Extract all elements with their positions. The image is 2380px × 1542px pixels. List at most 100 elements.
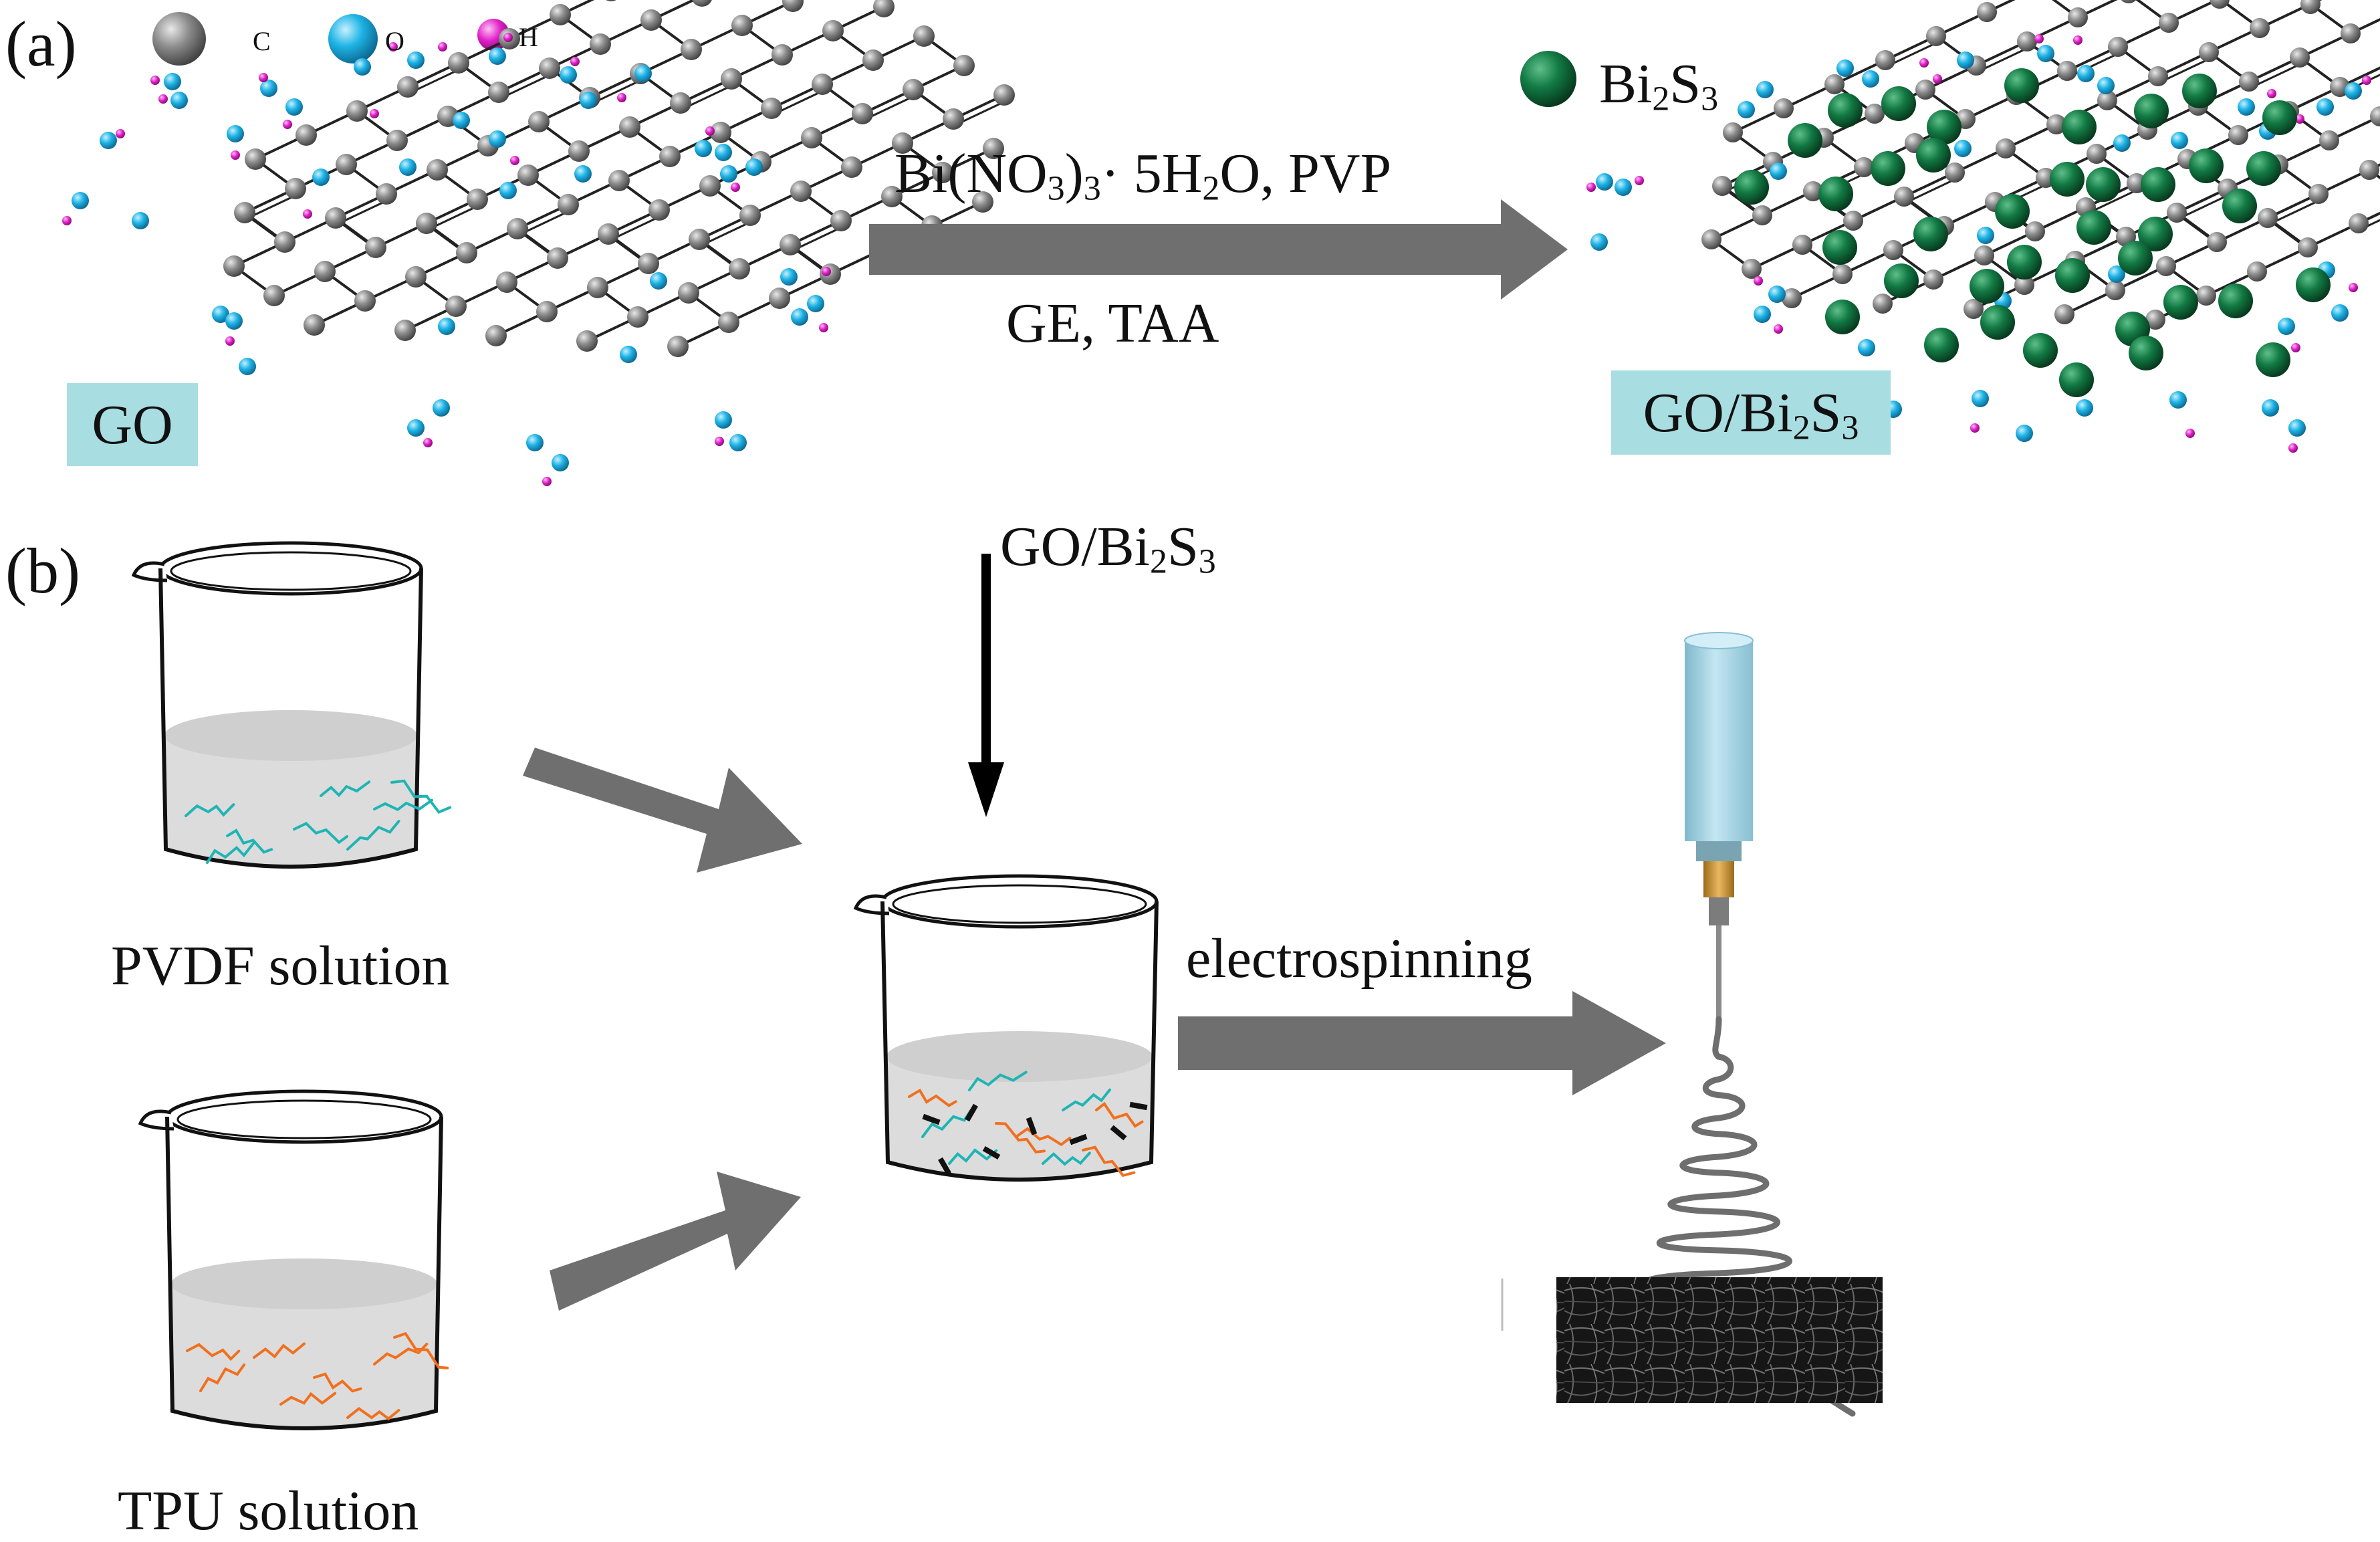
needle	[1716, 925, 1721, 1019]
carbon-atom	[1915, 80, 1935, 100]
hydrogen-atom	[370, 109, 379, 118]
panel-a-label: (a)	[5, 8, 77, 80]
carbon-atom	[274, 231, 295, 253]
hydrogen-atom	[2362, 76, 2371, 85]
carbon-atom	[405, 266, 427, 288]
carbon-atom	[394, 320, 416, 341]
carbon-atom	[2239, 72, 2259, 92]
oxygen-atom	[552, 454, 569, 471]
oxygen-atom	[1615, 179, 1632, 196]
hydrogen-atom	[1635, 176, 1644, 185]
bi2s3-particle	[2004, 68, 2039, 103]
carbon-atom	[1832, 264, 1853, 284]
hydrogen-atom	[2291, 343, 2300, 352]
carbon-atom	[862, 49, 884, 71]
carbon-atom	[2319, 130, 2339, 150]
carbon-atom	[2145, 310, 2165, 330]
oxygen-atom	[2169, 391, 2187, 409]
carbon-atom	[761, 98, 782, 119]
additive-arrow-head	[968, 762, 1004, 817]
oxygen-atom	[72, 192, 89, 209]
carbon-atom	[590, 33, 611, 55]
carbon-atom	[488, 82, 509, 103]
carbon-atom	[245, 148, 266, 170]
additive-arrow-shaft	[981, 554, 991, 774]
carbon-atom	[1843, 211, 1863, 231]
polymer-chain	[968, 1071, 1028, 1091]
hydrogen-atom	[116, 129, 125, 138]
oxygen-atom	[620, 346, 637, 363]
polymer-chain	[1062, 1088, 1111, 1111]
fiber-membrane	[1556, 1277, 1883, 1403]
hydrogen-atom	[158, 94, 168, 104]
polymer-chain	[390, 779, 452, 814]
carbon-atom	[234, 202, 255, 223]
polymer-chain	[373, 798, 433, 812]
oxygen-atom	[1596, 173, 1613, 191]
oxygen-atom	[574, 165, 592, 183]
carbon-atom	[427, 159, 448, 181]
carbon-atom	[710, 122, 731, 143]
carbon-atom	[1894, 187, 1914, 207]
bi2s3-particle	[2062, 110, 2097, 144]
carbon-atom	[448, 52, 469, 74]
hydrogen-atom	[822, 267, 831, 276]
oxygen-atom	[1590, 233, 1608, 251]
oxygen-atom	[2171, 132, 2188, 149]
bi2s3-particle	[2218, 284, 2253, 318]
polymer-chain	[279, 1392, 337, 1406]
carbon-atom	[1996, 138, 2016, 158]
oxygen-atom	[285, 98, 303, 116]
syringe-collar	[1696, 841, 1742, 861]
oxygen-atom	[1954, 140, 1972, 157]
hydrogen-atom	[438, 42, 447, 51]
oxygen-atom	[560, 66, 577, 84]
hydrogen-atom	[225, 336, 235, 346]
carbon-atom	[830, 210, 852, 231]
oxygen-sphere-icon	[328, 14, 378, 64]
hydrogen-atom	[388, 42, 398, 51]
carbon-atom	[485, 325, 507, 346]
hydrogen-atom	[259, 73, 268, 82]
carbon-atom	[2349, 213, 2369, 233]
carbon-atom	[304, 314, 325, 336]
carbon-atom	[1974, 245, 1994, 265]
carbon-atom	[2290, 47, 2310, 68]
bi2s3-particle	[2023, 333, 2058, 368]
bi2s3-particle	[1980, 305, 2015, 340]
hydrogen-atom	[283, 120, 292, 129]
bi2s3-particle	[1927, 110, 1961, 144]
carbon-atom	[1964, 299, 1984, 319]
carbon-atom	[892, 132, 913, 154]
go-bi2s3-lattice	[1586, 0, 2380, 453]
carbon-atom	[943, 108, 964, 130]
bi2s3-particle	[1822, 230, 1857, 265]
bi2s3-particle	[1828, 93, 1863, 128]
carbon-atom	[1792, 235, 1812, 255]
carbon-atom	[608, 170, 630, 191]
carbon-atom	[873, 0, 895, 17]
syringe-barrel	[1685, 641, 1753, 841]
oxygen-atom	[132, 212, 149, 229]
carbon-atom	[932, 162, 953, 183]
bi2s3-particle	[1970, 269, 2004, 304]
carbon-atom	[467, 189, 488, 210]
hydrogen-atom	[705, 126, 715, 136]
electrospinning-label: electrospinning	[1186, 927, 1532, 990]
carbon-atom	[416, 213, 437, 234]
bi2s3-particle	[2182, 74, 2217, 108]
oxygen-atom	[729, 434, 747, 451]
oxygen-atom	[1977, 227, 1994, 244]
carbon-atom	[2017, 31, 2037, 51]
hydrogen-atom	[510, 156, 519, 165]
carbon-atom	[790, 181, 812, 202]
tpu-to-mix-arrow	[550, 1172, 801, 1311]
polymer-chain	[1042, 1151, 1091, 1166]
carbon-atom	[2148, 66, 2168, 86]
oxygen-atom	[438, 318, 455, 335]
beaker-liquid	[171, 1284, 437, 1428]
bi2s3-particle	[2256, 342, 2290, 377]
hydrogen-atom	[570, 57, 580, 66]
oxygen-atom	[453, 112, 470, 129]
